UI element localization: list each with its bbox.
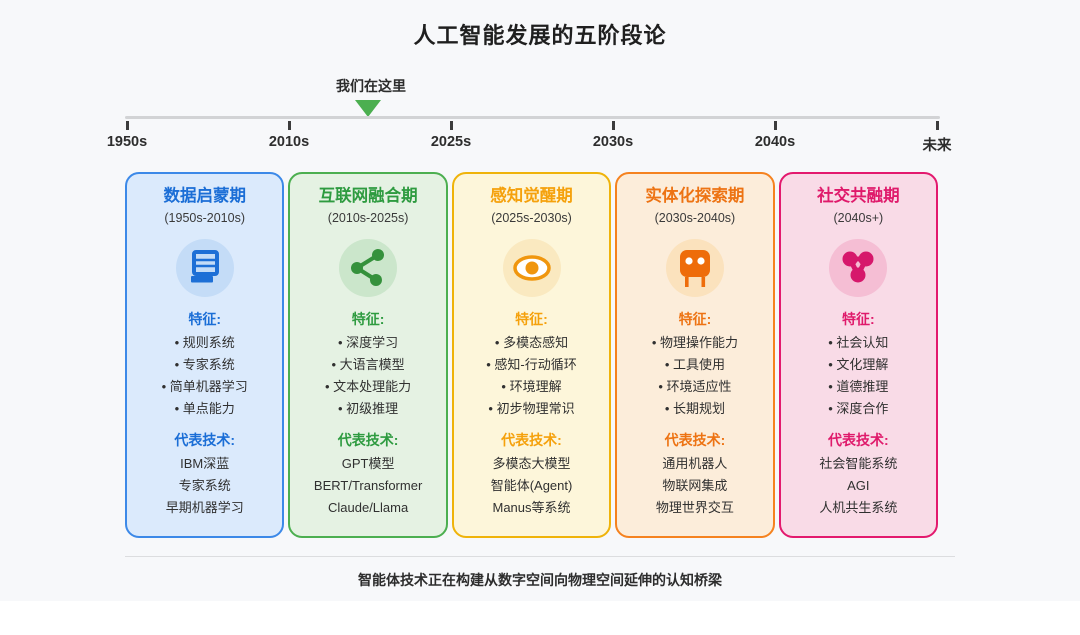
feature-item: • 道德推理	[828, 379, 889, 394]
timeline-tick	[125, 121, 129, 130]
features-label: 特征:	[515, 311, 548, 327]
eye-icon	[502, 239, 561, 297]
timeline-tick-label: 2025s	[430, 134, 472, 150]
timeline-tick-label: 2040s	[754, 134, 796, 150]
feature-item: • 物理操作能力	[651, 335, 738, 350]
technology-item: 专家系统	[178, 478, 231, 493]
feature-item: • 长期规划	[664, 401, 725, 416]
stage-period: (1950s-2010s)	[164, 211, 245, 225]
robot-icon	[665, 239, 724, 297]
social-network-icon	[829, 239, 888, 297]
timeline-tick	[935, 121, 939, 130]
tech-list: 多模态大模型智能体(Agent) Manus等系统	[460, 453, 603, 519]
tech-label: 代表技术:	[337, 432, 399, 448]
stage-card: 数据启蒙期 (1950s-2010s) 特征: • 规则系统 • 专家系统 • 简单…	[125, 172, 285, 538]
tech-list: IBM深蓝专家系统早期机器学习	[133, 453, 276, 519]
feature-item: • 工具使用	[664, 357, 725, 372]
technology-item: 智能体(Agent)	[490, 478, 573, 493]
feature-item: • 社会认知	[828, 335, 889, 350]
stage-period: (2025s-2030s)	[491, 211, 572, 225]
feature-item: • 深度学习	[338, 335, 399, 350]
stage-title: 感知觉醒期	[490, 187, 573, 205]
stage-period: (2040s+)	[833, 211, 884, 225]
footer-note: 智能体技术正在构建从数字空间向物理空间延伸的认知桥梁	[358, 572, 722, 588]
features-label: 特征:	[351, 311, 385, 327]
timeline-tick-label: 1950s	[106, 134, 148, 150]
timeline-tick	[449, 121, 453, 130]
tech-label: 代表技术:	[827, 432, 889, 448]
stage-card: 社交共融期 (2040s+) 特征: • 社会认知 • 文化理解 • 道德推理 • 深…	[778, 172, 939, 538]
features-list: • 社会认知 • 文化理解 • 道德推理 • 深度合作	[787, 332, 930, 420]
technology-item: Manus等系统	[492, 500, 571, 515]
we-are-here-label: 我们在这里	[336, 78, 406, 94]
feature-item: • 深度合作	[828, 401, 889, 416]
features-list: • 规则系统 • 专家系统 • 简单机器学习 • 单点能力	[133, 332, 276, 420]
technology-item: 通用机器人	[662, 456, 728, 471]
feature-item: • 初级推理	[338, 401, 399, 416]
features-list: • 深度学习 • 大语言模型 • 文本处理能力 • 初级推理	[296, 332, 439, 420]
stage-title: 互联网融合期	[318, 187, 418, 205]
technology-item: 物理世界交互	[655, 500, 734, 515]
tech-label: 代表技术:	[664, 432, 726, 448]
technology-item: 物联网集成	[662, 478, 728, 493]
feature-item: • 文化理解	[828, 357, 889, 372]
feature-item: • 环境理解	[501, 379, 562, 394]
technology-item: 社会智能系统	[819, 456, 898, 471]
features-list: • 多模态感知 • 感知-行动循环 • 环境理解 • 初步物理常识	[460, 332, 603, 420]
tech-list: 社会智能系统 AGI 人机共生系统	[787, 453, 930, 519]
feature-item: • 环境适应性	[658, 379, 732, 394]
technology-item: Claude/Llama	[328, 500, 409, 515]
stage-title: 实体化探索期	[645, 187, 745, 205]
feature-item: • 多模态感知	[494, 335, 569, 350]
features-label: 特征:	[678, 311, 712, 327]
stage-title: 社交共融期	[817, 187, 900, 205]
technology-item: 多模态大模型	[492, 456, 571, 471]
feature-item: • 初步物理常识	[488, 401, 575, 416]
stage-card: 实体化探索期 (2030s-2040s) 特征: • 物理操作能力• 工具使用•…	[615, 172, 775, 538]
stage-period: (2030s-2040s)	[654, 211, 736, 225]
footer-divider	[125, 556, 955, 557]
feature-item: • 规则系统	[174, 335, 235, 350]
feature-item: • 简单机器学习	[161, 379, 248, 394]
timeline-tick	[611, 121, 615, 130]
feature-item: • 文本处理能力	[325, 379, 412, 394]
features-label: 特征:	[188, 311, 222, 327]
tech-list: 通用机器人物联网集成物理世界交互	[623, 453, 766, 519]
features-list: • 物理操作能力 • 工具使用 • 环境适应性 • 长期规划	[623, 332, 766, 420]
stage-card: 互联网融合期 (2010s-2025s) 特征: • 深度学习• 大语言模型• …	[288, 172, 448, 538]
timeline-tick-label: 未来	[922, 138, 952, 154]
timeline-tick-label: 2030s	[592, 134, 634, 150]
timeline-axis	[125, 116, 940, 119]
page-title: 人工智能发展的五阶段论	[413, 23, 667, 48]
features-label: 特征:	[841, 311, 875, 327]
technology-item: BERT/Transformer	[313, 478, 423, 493]
here-marker-triangle-icon	[355, 100, 381, 117]
tech-label: 代表技术:	[174, 432, 236, 448]
feature-item: • 感知-行动循环	[486, 357, 577, 372]
stage-card: 感知觉醒期 (2025s-2030s) 特征: • 多模态感知 • 感知-行动循环…	[451, 172, 612, 538]
stages-row: 数据启蒙期 (1950s-2010s) 特征: • 规则系统 • 专家系统 • 简单…	[125, 172, 939, 538]
technology-item: IBM深蓝	[180, 456, 230, 471]
feature-item: • 专家系统	[174, 357, 235, 372]
tech-label: 代表技术:	[501, 432, 562, 448]
share-network-icon	[339, 239, 398, 297]
database-icon	[175, 239, 234, 297]
timeline-tick	[773, 121, 777, 130]
technology-item: GPT模型	[341, 456, 395, 471]
technology-item: 人机共生系统	[819, 500, 898, 515]
timeline-tick	[287, 121, 291, 130]
stage-title: 数据启蒙期	[163, 187, 246, 205]
stage-period: (2010s-2025s)	[327, 211, 409, 225]
technology-item: AGI	[847, 478, 870, 493]
timeline-tick-label: 2010s	[268, 134, 310, 150]
feature-item: • 大语言模型	[331, 357, 405, 372]
technology-item: 早期机器学习	[165, 500, 244, 515]
feature-item: • 单点能力	[174, 401, 235, 416]
